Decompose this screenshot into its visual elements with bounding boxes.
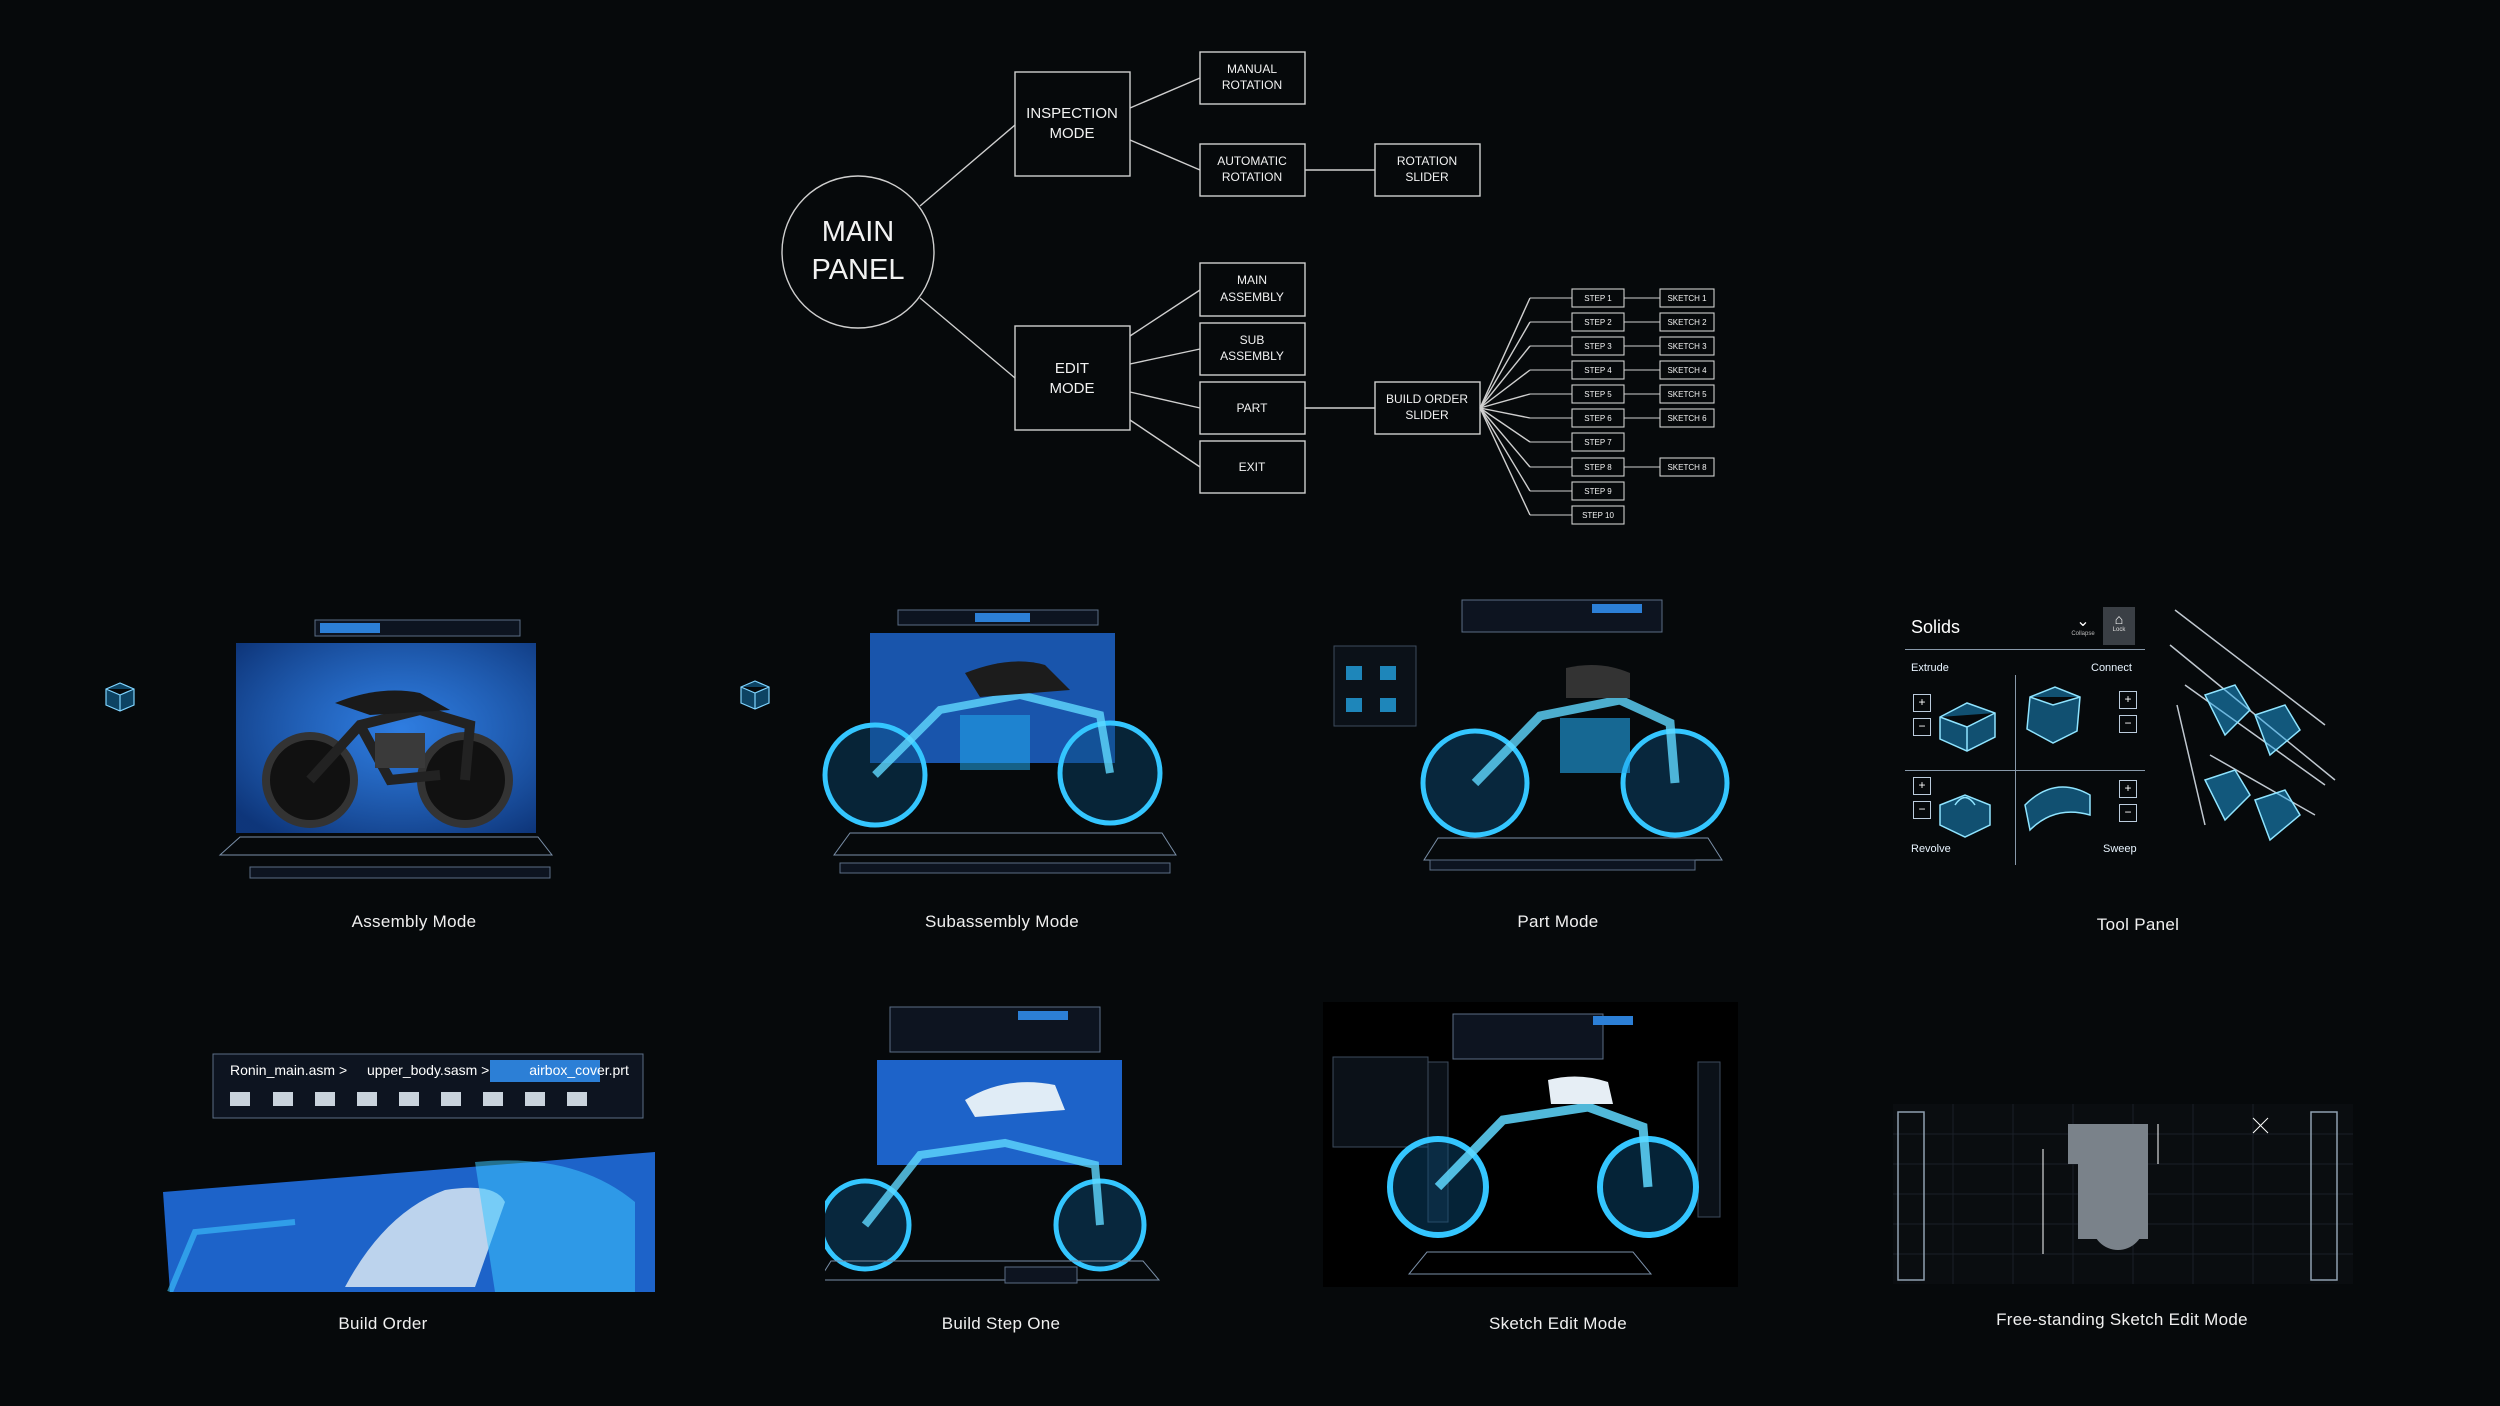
rotation-slider-label-2: SLIDER bbox=[1405, 170, 1449, 184]
step-label: STEP 7 bbox=[1584, 438, 1612, 447]
exit-label: EXIT bbox=[1239, 460, 1266, 474]
assembly-mode-caption: Assembly Mode bbox=[351, 912, 477, 931]
part-mode-caption: Part Mode bbox=[1517, 912, 1599, 931]
sub-assembly-label-2: ASSEMBLY bbox=[1220, 349, 1284, 363]
sketch-label: SKETCH 4 bbox=[1667, 366, 1707, 375]
sweep-minus-button[interactable]: − bbox=[2119, 804, 2137, 822]
sketch-edit-mode-caption: Sketch Edit Mode bbox=[1488, 1314, 1628, 1333]
lock-label: Lock bbox=[2112, 627, 2126, 633]
subassembly-mode-caption: Subassembly Mode bbox=[924, 912, 1080, 931]
rotation-slider-label: ROTATION bbox=[1397, 154, 1457, 168]
sub-assembly-label: SUB bbox=[1240, 333, 1265, 347]
main-assembly-label-2: ASSEMBLY bbox=[1220, 290, 1284, 304]
main-panel-label: MAIN bbox=[822, 216, 895, 248]
edit-mode-label-2: MODE bbox=[1050, 380, 1095, 397]
extrude-label: Extrude bbox=[1911, 662, 1949, 674]
subassembly-mode-panel bbox=[740, 605, 1230, 885]
lock-button[interactable]: ⌂ Lock bbox=[2103, 607, 2135, 645]
connect-minus-button[interactable]: − bbox=[2119, 715, 2137, 733]
step-label: STEP 2 bbox=[1584, 318, 1612, 327]
sweep-label: Sweep bbox=[2103, 843, 2137, 855]
solids-cube-icon[interactable] bbox=[735, 673, 775, 713]
collapse-label: Collapse bbox=[2071, 631, 2095, 637]
step-label: STEP 3 bbox=[1584, 342, 1612, 351]
part-label: PART bbox=[1237, 401, 1269, 415]
connect-label: Connect bbox=[2091, 662, 2132, 674]
sweep-icon bbox=[2024, 786, 2091, 832]
step-label: STEP 8 bbox=[1584, 463, 1612, 472]
breadcrumb-item[interactable]: Ronin_main.asm > bbox=[230, 1062, 348, 1078]
breadcrumb-item-active[interactable]: airbox_cover.prt bbox=[529, 1062, 629, 1078]
build-order-caption: Build Order bbox=[338, 1314, 428, 1333]
main-assembly-label: MAIN bbox=[1237, 273, 1267, 287]
freestanding-sketch-edit-caption: Free-standing Sketch Edit Mode bbox=[1996, 1310, 2248, 1329]
main-panel-label-2: PANEL bbox=[812, 254, 905, 286]
inspection-mode-label-2: MODE bbox=[1050, 125, 1095, 142]
build-step-one-panel bbox=[825, 1005, 1165, 1290]
build-step-one-caption: Build Step One bbox=[941, 1314, 1061, 1333]
mode-tree-diagram: MAIN PANEL INSPECTION MODE EDIT MODE MAN… bbox=[781, 51, 1715, 525]
manual-rotation-label: MANUAL bbox=[1227, 62, 1277, 76]
sketch-label: SKETCH 1 bbox=[1667, 294, 1707, 303]
sketch-label: SKETCH 5 bbox=[1667, 390, 1707, 399]
build-order-panel: Ronin_main.asm > upper_body.sasm > airbo… bbox=[155, 1052, 655, 1292]
revolve-plus-button[interactable]: + bbox=[1913, 777, 1931, 795]
connect-icon bbox=[2026, 686, 2081, 744]
inspection-mode-label: INSPECTION bbox=[1026, 105, 1118, 122]
tool-panel: Solids ⌄ Collapse ⌂ Lock Extrude Connect… bbox=[1905, 605, 2355, 915]
breadcrumb-item[interactable]: upper_body.sasm > bbox=[367, 1062, 490, 1078]
tool-panel-caption: Tool Panel bbox=[2096, 915, 2180, 934]
chevron-down-icon: ⌄ bbox=[2076, 613, 2090, 630]
solids-cube-icon[interactable] bbox=[100, 675, 140, 715]
automatic-rotation-label-2: ROTATION bbox=[1222, 170, 1282, 184]
edit-mode-label: EDIT bbox=[1055, 360, 1089, 377]
step-label: STEP 9 bbox=[1584, 487, 1612, 496]
revolve-minus-button[interactable]: − bbox=[1913, 801, 1931, 819]
step-label: STEP 10 bbox=[1582, 511, 1614, 520]
connect-plus-button[interactable]: + bbox=[2119, 691, 2137, 709]
step-label: STEP 5 bbox=[1584, 390, 1612, 399]
lock-icon: ⌂ bbox=[2114, 611, 2124, 627]
build-order-slider-label-2: SLIDER bbox=[1405, 408, 1449, 422]
revolve-icon bbox=[1939, 794, 1991, 838]
build-order-slider-label: BUILD ORDER bbox=[1386, 392, 1468, 406]
step-label: STEP 6 bbox=[1584, 414, 1612, 423]
freestanding-sketch-edit-panel bbox=[1893, 1104, 2353, 1284]
extrude-minus-button[interactable]: − bbox=[1913, 718, 1931, 736]
part-mode-panel bbox=[1330, 598, 1730, 883]
assembly-mode-panel bbox=[105, 615, 640, 885]
sweep-plus-button[interactable]: + bbox=[2119, 780, 2137, 798]
sketch-label: SKETCH 6 bbox=[1667, 414, 1707, 423]
extrude-icon bbox=[1939, 702, 1996, 752]
sketch-label: SKETCH 3 bbox=[1667, 342, 1707, 351]
sketch-label: SKETCH 8 bbox=[1667, 463, 1707, 472]
breadcrumb: Ronin_main.asm > upper_body.sasm > airbo… bbox=[230, 1062, 629, 1078]
manual-rotation-label-2: ROTATION bbox=[1222, 78, 1282, 92]
sketch-edit-mode-panel bbox=[1323, 1002, 1738, 1287]
automatic-rotation-label: AUTOMATIC bbox=[1217, 154, 1287, 168]
tool-panel-title: Solids bbox=[1911, 617, 1961, 637]
step-label: STEP 1 bbox=[1584, 294, 1612, 303]
sketch-label: SKETCH 2 bbox=[1667, 318, 1707, 327]
revolve-label: Revolve bbox=[1911, 843, 1951, 855]
collapse-button[interactable]: ⌄ Collapse bbox=[2065, 611, 2101, 647]
extrude-plus-button[interactable]: + bbox=[1913, 694, 1931, 712]
step-label: STEP 4 bbox=[1584, 366, 1612, 375]
